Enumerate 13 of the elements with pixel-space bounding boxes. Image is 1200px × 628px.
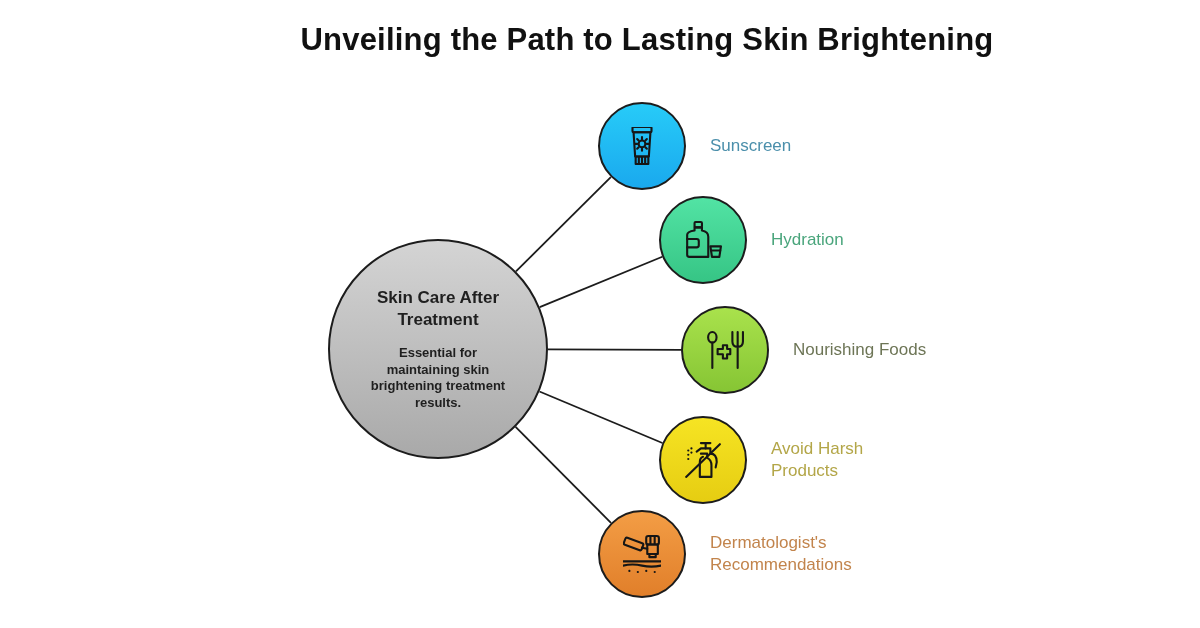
topic-label: Dermatologist's Recommendations bbox=[710, 532, 853, 576]
topic-label: Sunscreen bbox=[710, 135, 793, 157]
connector-line bbox=[514, 426, 612, 524]
connector-line bbox=[547, 348, 682, 351]
topic-heading: Skin Care After Treatment bbox=[375, 287, 501, 331]
connector-line bbox=[515, 176, 612, 273]
topic-label: Hydration bbox=[771, 229, 845, 251]
title: Unveiling the Path to Lasting Skin Brightening bbox=[299, 22, 995, 58]
topic-description: Essential for maintaining skin brightening treatment results. bbox=[369, 345, 507, 411]
topic-label: Avoid Harsh Products bbox=[771, 438, 865, 482]
connector-line bbox=[538, 390, 664, 444]
topic-label: Nourishing Foods bbox=[793, 339, 928, 361]
connector-line bbox=[538, 255, 664, 309]
